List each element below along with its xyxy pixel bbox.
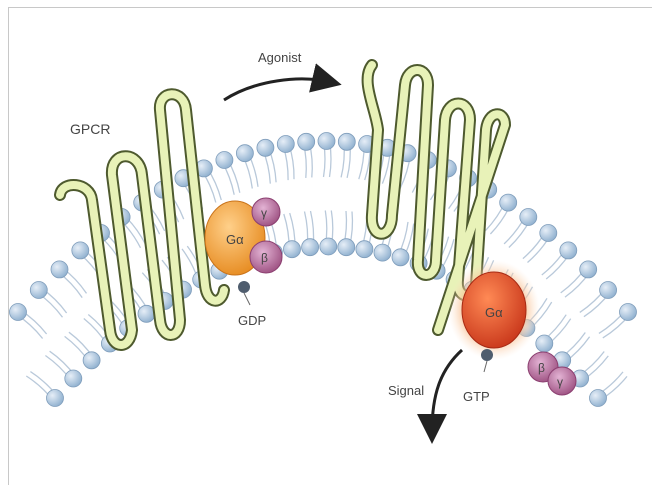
lipid-head-outer	[338, 133, 355, 150]
gamma-label: γ	[261, 206, 267, 220]
lipid-head-inner	[65, 370, 82, 387]
lipid-head-inner	[302, 239, 319, 256]
lipid-head-outer	[51, 261, 68, 278]
g-alpha-label-right: Gα	[485, 305, 503, 320]
lipid-head-outer	[580, 261, 597, 278]
g-protein-inactive	[205, 198, 282, 305]
gamma-label-right: γ	[557, 375, 563, 389]
lipid-head-outer	[500, 194, 517, 211]
lipid-head-inner	[536, 335, 553, 352]
lipid-head-inner	[356, 241, 373, 258]
lipid-head-outer	[10, 304, 27, 321]
gpcr-label: GPCR	[70, 121, 110, 137]
signal-arrow	[432, 350, 462, 432]
lipid-head-outer	[620, 304, 637, 321]
lipid-head-outer	[30, 282, 47, 299]
lipid-head-outer	[72, 242, 89, 259]
gdp-label: GDP	[238, 313, 266, 328]
beta-label-right: β	[538, 361, 545, 375]
lipid-head-outer	[560, 242, 577, 259]
lipid-head-inner	[320, 238, 337, 255]
lipid-head-inner	[590, 390, 607, 407]
g-alpha-label-left: Gα	[226, 232, 244, 247]
lipid-head-outer	[540, 225, 557, 242]
lipid-head-outer	[236, 145, 253, 162]
lipid-head-inner	[374, 244, 391, 261]
gdp-molecule	[238, 281, 250, 293]
lipid-head-inner	[392, 249, 409, 266]
lipid-head-outer	[318, 133, 335, 150]
lipid-head-outer	[298, 133, 315, 150]
lipid-head-outer	[216, 152, 233, 169]
gtp-label: GTP	[463, 389, 490, 404]
lipid-head-inner	[284, 241, 301, 258]
lipid-head-inner	[83, 352, 100, 369]
lipid-head-inner	[338, 239, 355, 256]
beta-label: β	[261, 251, 268, 265]
gtp-molecule	[481, 349, 493, 361]
lipid-head-outer	[257, 139, 274, 156]
lipid-head-inner	[47, 390, 64, 407]
lipid-head-outer	[277, 136, 294, 153]
lipid-head-outer	[600, 282, 617, 299]
lipid-head-outer	[520, 209, 537, 226]
signal-label: Signal	[388, 383, 424, 398]
agonist-arrow	[224, 79, 330, 100]
agonist-label: Agonist	[258, 50, 302, 65]
